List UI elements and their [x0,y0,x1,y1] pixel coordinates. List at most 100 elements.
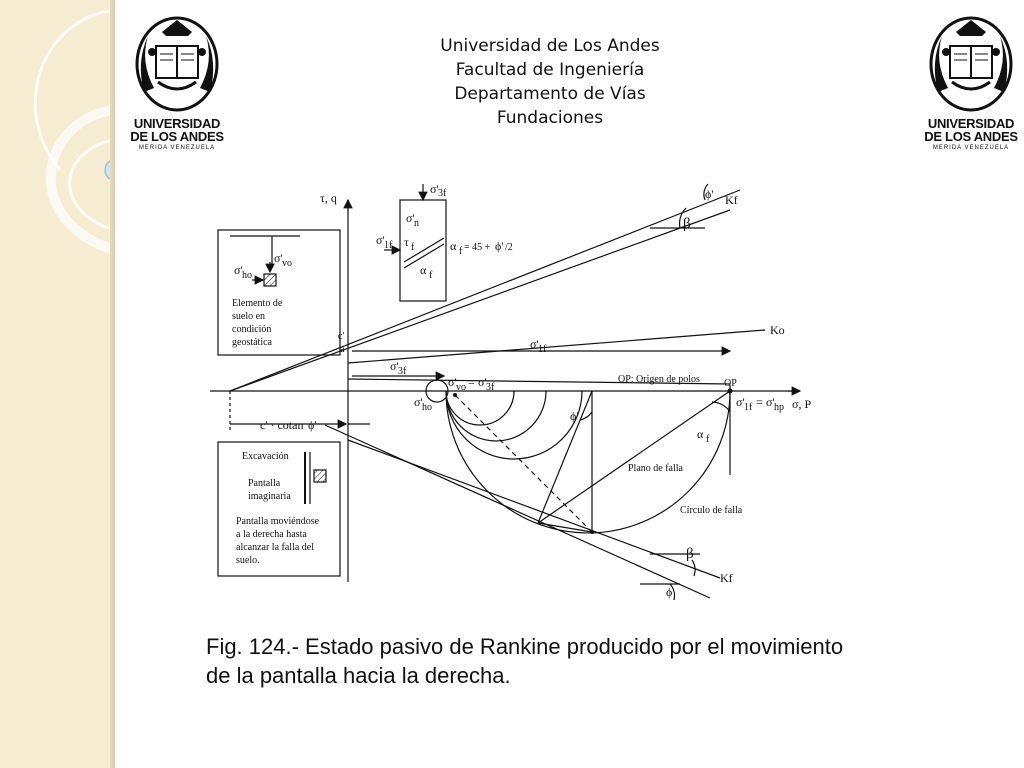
logo-name-line1: UNIVERSIDAD [927,116,1015,131]
mohr-circle-3 [445,390,583,460]
sigma-1f-dimension-label: σ' 1f [530,337,547,355]
svg-text:σ': σ' [736,395,745,409]
svg-text:α: α [450,239,457,253]
svg-text:σ': σ' [274,251,283,265]
ko-label: Ko [770,323,785,337]
svg-text:ho: ho [242,270,252,281]
excavacion-box [217,441,341,577]
header-course: Fundaciones [496,108,604,128]
svg-text:n: n [414,218,419,229]
svg-text:=: = [756,395,763,409]
svg-text:hp: hp [774,402,784,413]
university-logo-right: UNIVERSIDAD DE LOS ANDES MERIDA VENEZUEL… [916,12,1024,151]
svg-text:1f: 1f [384,240,393,251]
svg-text:σ': σ' [390,359,399,373]
c-cotan-phi: ϕ' [308,418,316,432]
svg-text:1f: 1f [538,344,547,355]
svg-text:σ': σ' [376,233,385,247]
svg-text:σ': σ' [530,337,539,351]
pantalla-line-1: Pantalla [248,478,281,489]
phi-center-label: ϕ' [570,409,578,423]
pantalla-desc-4: suelo. [236,555,260,566]
svg-text:ho: ho [422,402,432,413]
sidebar-decoration [0,0,114,768]
pantalla-desc-1: Pantalla moviéndose [236,516,320,527]
tau-f-label: τ f [404,235,415,253]
plano-falla-label: Plano de falla [628,463,684,474]
svg-text:σ': σ' [234,263,243,277]
pantalla-desc-3: alcanzar la falla del [236,542,314,553]
svg-text:vo: vo [282,258,292,269]
sigma-vo-box-label: σ' vo [274,251,292,269]
op-line [347,378,731,385]
caption-line-2: de la pantalla hacia la derecha. [206,663,511,688]
svg-text:3f: 3f [398,366,407,377]
svg-text:σ': σ' [448,375,457,389]
alpha-f-right-label: α f [697,427,710,445]
sigma-3f-top-label: σ' 3f [430,182,447,199]
tau-axis-label: τ, q [320,191,337,205]
sidebar-edge [110,0,115,768]
kf-upper-label: Kf [725,193,738,207]
svg-text:3f: 3f [486,382,495,393]
pantalla-desc-2: a la derecha hasta [236,529,307,540]
circulo-falla-label: Círculo de falla [680,505,743,516]
figure-caption: Fig. 124.- Estado pasivo de Rankine prod… [206,632,996,690]
header-faculty: Facultad de Ingeniería [455,60,645,80]
svg-text:=: = [468,375,475,389]
svg-text:3f: 3f [438,188,447,199]
elemento-line-3: condición [232,324,271,335]
svg-text:α: α [420,263,427,277]
svg-text:f: f [706,434,710,445]
slide-header: Universidad de Los Andes Facultad de Ing… [380,34,720,130]
university-seal-icon [135,16,219,112]
sidebar-arcs [33,8,114,255]
phi-upper-label: ϕ' [705,187,713,201]
sigma-1f-hp-label: σ' 1f = σ' hp [736,395,784,413]
svg-text:1f: 1f [744,402,753,413]
phi-angle-line [537,390,593,524]
header-university: Universidad de Los Andes [440,36,660,56]
svg-text:f: f [411,242,415,253]
kf-envelope-lower-inner [347,439,721,579]
origen-polos-label: OP: Origen de polos [618,374,700,385]
svg-text:σ': σ' [478,375,487,389]
phi-lower-label: ϕ' [666,585,674,599]
sigma-axis-label: σ, P [792,397,811,411]
pantalla-line-2: imaginaria [248,491,291,502]
svg-text:= 45 +: = 45 + [464,242,491,253]
logo-name-line2: DE LOS ANDES [924,129,1018,144]
kf-lower-label: Kf [720,571,733,585]
svg-text:σ': σ' [766,395,775,409]
svg-text:/2: /2 [505,242,513,253]
failure-circle [445,390,731,534]
elemento-line-1: Elemento de [232,298,283,309]
sigma-ho-box-label: σ' ho [234,263,252,281]
c-cotan-label: c' · cotan [260,418,303,432]
sigma-n-label: σ' n [406,211,419,229]
beta-lower-label: β [686,546,694,562]
svg-text:α: α [697,427,704,441]
logo-subtitle: MERIDA VENEZUELA [138,145,216,151]
kf-envelope-upper [229,189,741,392]
svg-text:f: f [459,246,463,257]
svg-text:ϕ': ϕ' [495,239,503,253]
svg-text:f: f [429,270,433,281]
kf-envelope-lower [324,424,711,599]
sigma-1f-left-label: σ' 1f [376,233,393,251]
sigma-ho-axis-label: σ' ho [414,395,432,413]
excavacion-label: Excavación [242,451,289,462]
svg-text:vo: vo [456,382,466,393]
sigma-3f-dimension-label: σ' 3f [390,359,407,377]
kf-envelope-upper-inner [229,209,731,392]
failure-plane [537,390,731,524]
rankine-passive-diagram: τ, q σ, P c' a c' · cotan ϕ' ϕ' Kf β Ko … [210,182,811,601]
ko-line [347,329,766,364]
op-label: OP [724,378,737,389]
university-seal-icon [929,16,1013,112]
mohr-circle-1 [445,390,515,426]
sigma-vo-eq-label: σ' vo = σ' 3f [448,375,495,393]
caption-line-1: Fig. 124.- Estado pasivo de Rankine prod… [206,634,844,659]
c-prime-label: c' [338,331,344,342]
mohr-circle-2 [445,390,547,442]
